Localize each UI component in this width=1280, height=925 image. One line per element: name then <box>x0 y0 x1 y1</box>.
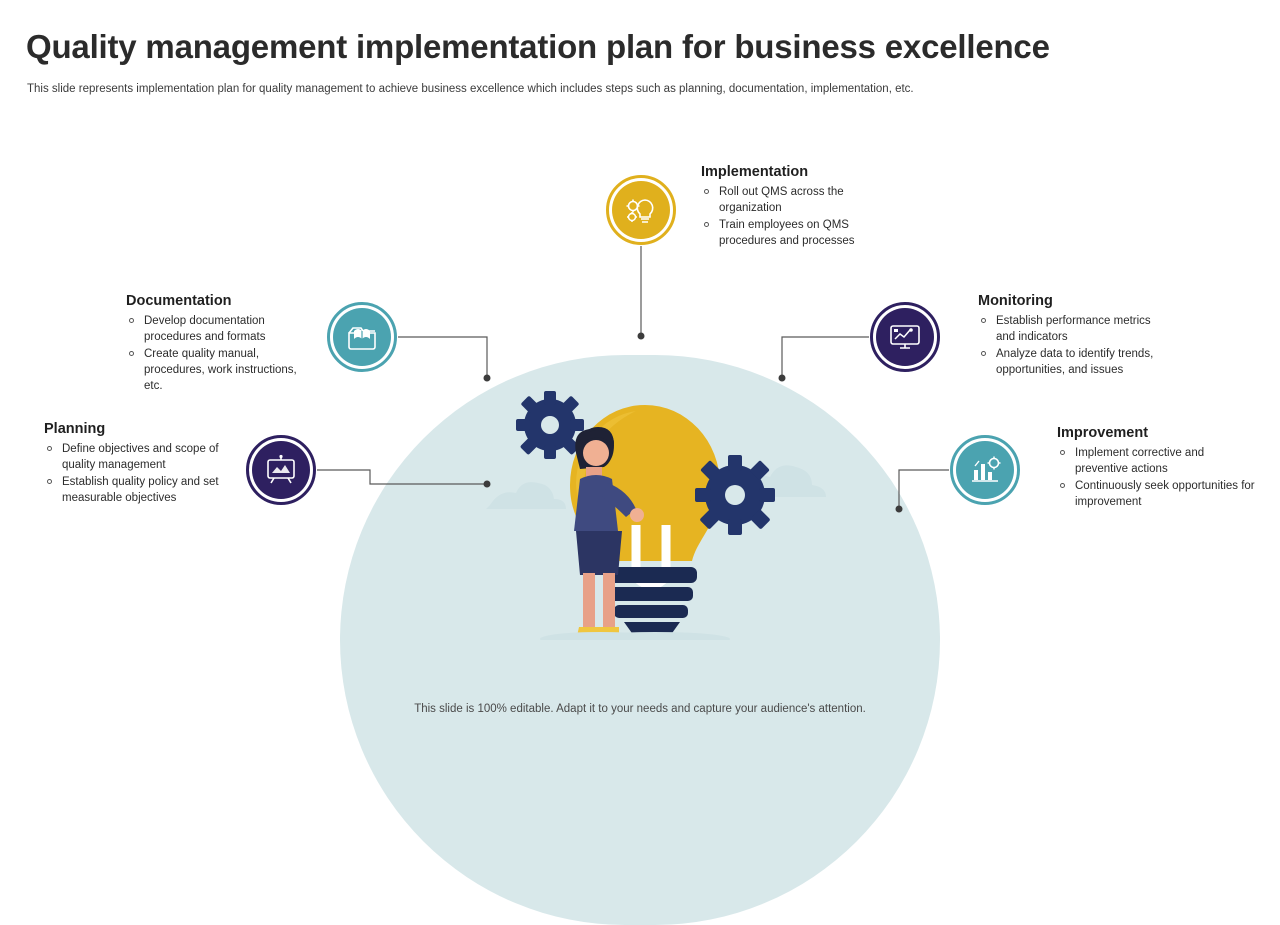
step-bullets-improvement: Implement corrective and preventive acti… <box>1057 445 1257 510</box>
node-improvement-inner <box>956 441 1014 499</box>
node-monitoring-inner <box>876 308 934 366</box>
lightbulb-gears-icon <box>626 199 654 223</box>
step-block-implementation: Implementation Roll out QMS across the o… <box>701 164 901 250</box>
list-item: Continuously seek opportunities for impr… <box>1057 478 1257 510</box>
lightbulb-scene-illustration <box>486 391 826 640</box>
node-monitoring[interactable] <box>870 302 940 372</box>
step-bullets-documentation: Develop documentation procedures and for… <box>126 313 306 394</box>
page-subtitle: This slide represents implementation pla… <box>27 83 914 95</box>
step-heading-implementation: Implementation <box>701 164 809 180</box>
step-bullets-implementation: Roll out QMS across the organization Tra… <box>701 184 901 249</box>
list-item: Establish performance metrics and indica… <box>978 313 1163 345</box>
step-heading-planning: Planning <box>44 421 106 437</box>
central-illustration <box>340 355 940 925</box>
step-bullets-monitoring: Establish performance metrics and indica… <box>978 313 1163 378</box>
list-item: Analyze data to identify trends, opportu… <box>978 346 1163 378</box>
node-documentation[interactable] <box>327 302 397 372</box>
documents-folder-icon <box>348 327 376 350</box>
step-heading-improvement: Improvement <box>1057 425 1149 441</box>
page-title: Quality management implementation plan f… <box>26 28 1050 65</box>
list-item: Define objectives and scope of quality m… <box>44 441 244 473</box>
node-documentation-inner <box>333 308 391 366</box>
node-improvement[interactable] <box>950 435 1020 505</box>
node-planning-inner <box>252 441 310 499</box>
list-item: Implement corrective and preventive acti… <box>1057 445 1257 477</box>
step-block-improvement: Improvement Implement corrective and pre… <box>1057 425 1257 511</box>
presentation-board-icon <box>267 454 295 484</box>
list-item: Create quality manual, procedures, work … <box>126 346 306 394</box>
node-implementation[interactable] <box>606 175 676 245</box>
slide-canvas: Quality management implementation plan f… <box>26 28 1257 925</box>
monitor-analytics-icon <box>890 325 920 349</box>
step-block-planning: Planning Define objectives and scope of … <box>44 421 244 507</box>
step-block-monitoring: Monitoring Establish performance metrics… <box>978 293 1163 379</box>
list-item: Train employees on QMS procedures and pr… <box>701 217 901 249</box>
step-block-documentation: Documentation Develop documentation proc… <box>126 293 306 395</box>
list-item: Develop documentation procedures and for… <box>126 313 306 345</box>
node-planning[interactable] <box>246 435 316 505</box>
node-implementation-inner <box>612 181 670 239</box>
list-item: Roll out QMS across the organization <box>701 184 901 216</box>
list-item: Establish quality policy and set measura… <box>44 474 244 506</box>
step-heading-monitoring: Monitoring <box>978 293 1053 309</box>
bar-chart-gear-icon <box>972 456 1001 482</box>
step-bullets-planning: Define objectives and scope of quality m… <box>44 441 244 506</box>
slide-footer-note: This slide is 100% editable. Adapt it to… <box>414 703 866 715</box>
step-heading-documentation: Documentation <box>126 293 232 309</box>
woman-figure <box>574 427 644 636</box>
